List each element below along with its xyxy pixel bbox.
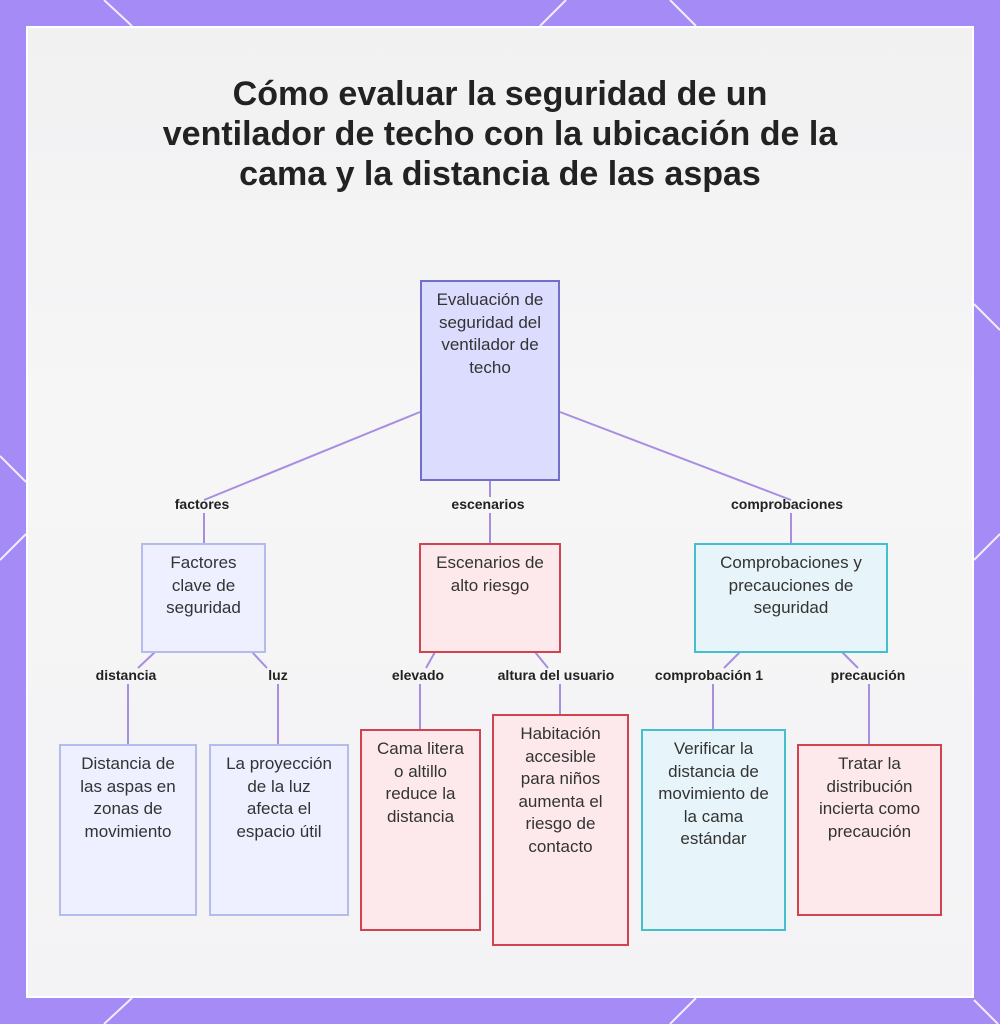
edge-escenarios-elevado [419, 651, 436, 729]
node-luz: La proyección de la luz afecta el espaci… [209, 744, 349, 916]
edge-root-factores [203, 411, 421, 543]
edge-label-comprobacion1: comprobación 1 [654, 667, 764, 683]
edge-label-factores: factores [174, 496, 230, 512]
node-elevado: Cama litera o altillo reduce la distanci… [360, 729, 481, 931]
node-altura: Habitación accesible para niños aumenta … [492, 714, 629, 946]
edge-label-luz: luz [268, 667, 288, 683]
edge-label-precaucion: precaución [830, 667, 906, 683]
edge-factores-luz [251, 651, 279, 744]
edge-comprobaciones-precaucion [841, 651, 870, 744]
node-comprobacion1: Verificar la distancia de movimiento de … [641, 729, 786, 931]
node-escenarios: Escenarios de alto riesgo [419, 543, 561, 653]
node-root: Evaluación de seguridad del ventilador d… [420, 280, 560, 481]
edge-factores-distancia [127, 651, 156, 744]
node-distancia: Distancia de las aspas en zonas de movim… [59, 744, 197, 916]
node-factores: Factores clave de seguridad [141, 543, 266, 653]
edge-label-altura: altura del usuario [497, 667, 615, 683]
edge-label-escenarios: escenarios [451, 496, 525, 512]
edge-label-comprobaciones: comprobaciones [730, 496, 844, 512]
node-precaucion: Tratar la distribución incierta como pre… [797, 744, 942, 916]
edge-label-elevado: elevado [391, 667, 445, 683]
edge-comprobaciones-comprobacion1 [712, 651, 741, 729]
node-comprobaciones: Comprobaciones y precauciones de segurid… [694, 543, 888, 653]
diagram-title: Cómo evaluar la seguridad de un ventilad… [162, 75, 838, 193]
edge-escenarios-altura [534, 651, 561, 714]
edge-label-distancia: distancia [95, 667, 157, 683]
edge-root-comprobaciones [559, 411, 792, 543]
